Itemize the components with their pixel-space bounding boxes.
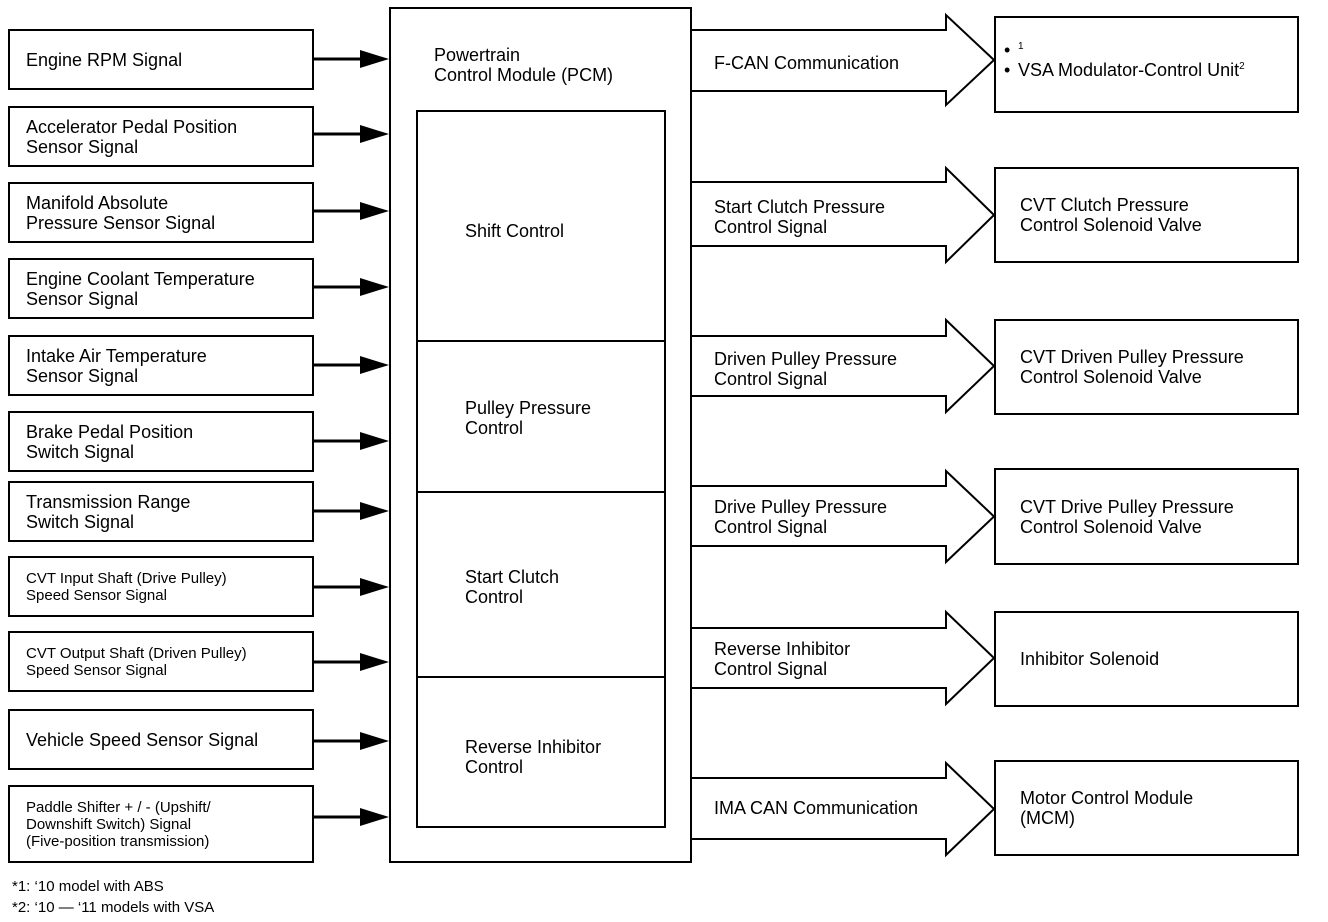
input-arrow-head [360, 653, 389, 671]
block-shift-control: Shift Control [465, 221, 565, 241]
output-signal-start-clutch: Start Clutch Pressure Control Signal [714, 197, 886, 237]
pcm-inner-blocks [416, 110, 666, 828]
input-arrow-head [360, 50, 389, 68]
input-arrow-head [360, 808, 389, 826]
target-label: Motor Control Module (MCM) [1020, 788, 1194, 828]
target-fcan-units: 1 VSA Modulator-Control Unit2 [994, 16, 1299, 113]
target-inhibitor-solenoid: Inhibitor Solenoid [994, 611, 1299, 707]
pcm-title: Powertrain Control Module (PCM) [434, 45, 614, 85]
output-signal-drive-pulley: Drive Pulley Pressure Control Signal [714, 497, 888, 537]
target-motor-control-module: Motor Control Module (MCM) [994, 760, 1299, 856]
target-cvt-driven-pulley-solenoid: CVT Driven Pulley Pressure Control Solen… [994, 319, 1299, 415]
input-arrow-head [360, 125, 389, 143]
input-cvt-input-shaft-speed: CVT Input Shaft (Drive Pulley) Speed Sen… [8, 556, 314, 617]
input-engine-rpm: Engine RPM Signal [8, 29, 314, 90]
target-cvt-clutch-pressure-solenoid: CVT Clutch Pressure Control Solenoid Val… [994, 167, 1299, 263]
output-signal-fcan: F-CAN Communication [714, 53, 900, 73]
input-label: Transmission Range Switch Signal [26, 491, 191, 532]
input-label: Accelerator Pedal Position Sensor Signal [26, 116, 238, 157]
target-label: Inhibitor Solenoid [1020, 649, 1160, 669]
block-pulley-pressure-control: Pulley Pressure Control [465, 398, 592, 438]
input-intake-air-temperature: Intake Air Temperature Sensor Signal [8, 335, 314, 396]
footnote-1: *1: ‘10 model with ABS [12, 878, 164, 895]
fcan-target-item-2: VSA Modulator-Control Unit2 [1004, 60, 1297, 80]
fcan-target-item-1: 1 [1004, 40, 1297, 60]
output-signal-reverse-inhibitor: Reverse Inhibitor Control Signal [714, 639, 851, 679]
input-vehicle-speed: Vehicle Speed Sensor Signal [8, 709, 314, 770]
block-divider [416, 340, 666, 342]
block-divider [416, 491, 666, 493]
input-arrow-head [360, 278, 389, 296]
input-accelerator-pedal-position: Accelerator Pedal Position Sensor Signal [8, 106, 314, 167]
input-label: Engine RPM Signal [26, 49, 183, 70]
output-signal-ima-can: IMA CAN Communication [714, 798, 919, 818]
input-cvt-output-shaft-speed: CVT Output Shaft (Driven Pulley) Speed S… [8, 631, 314, 692]
input-engine-coolant-temperature: Engine Coolant Temperature Sensor Signal [8, 258, 314, 319]
input-arrow-head [360, 732, 389, 750]
target-label: CVT Drive Pulley Pressure Control Soleno… [1020, 496, 1234, 537]
input-label: Engine Coolant Temperature Sensor Signal [26, 268, 255, 309]
input-label: Manifold Absolute Pressure Sensor Signal [26, 192, 216, 233]
input-arrow-head [360, 578, 389, 596]
block-divider [416, 676, 666, 678]
block-start-clutch-control: Start Clutch Control [465, 567, 560, 607]
input-label: Intake Air Temperature Sensor Signal [26, 345, 207, 386]
input-arrow-head [360, 202, 389, 220]
target-label: CVT Clutch Pressure Control Solenoid Val… [1020, 195, 1202, 235]
output-signal-driven-pulley: Driven Pulley Pressure Control Signal [714, 349, 898, 389]
input-arrow-head [360, 432, 389, 450]
input-paddle-shifter: Paddle Shifter + / - (Upshift/ Downshift… [8, 785, 314, 863]
target-label: CVT Driven Pulley Pressure Control Solen… [1020, 347, 1244, 387]
input-label: CVT Output Shaft (Driven Pulley) Speed S… [26, 644, 247, 679]
input-manifold-absolute-pressure: Manifold Absolute Pressure Sensor Signal [8, 182, 314, 243]
target-cvt-drive-pulley-solenoid: CVT Drive Pulley Pressure Control Soleno… [994, 468, 1299, 565]
footnote-2: *2: ‘10 — ‘11 models with VSA [12, 899, 215, 916]
input-arrow-head [360, 356, 389, 374]
input-label: Vehicle Speed Sensor Signal [26, 729, 259, 750]
block-reverse-inhibitor-control: Reverse Inhibitor Control [465, 737, 602, 777]
input-transmission-range: Transmission Range Switch Signal [8, 481, 314, 542]
input-arrow-head [360, 502, 389, 520]
input-brake-pedal-position: Brake Pedal Position Switch Signal [8, 411, 314, 472]
input-label: Brake Pedal Position Switch Signal [26, 421, 194, 462]
fcan-target-list: 1 VSA Modulator-Control Unit2 [1004, 40, 1297, 80]
input-label: Paddle Shifter + / - (Upshift/ Downshift… [26, 798, 211, 850]
input-label: CVT Input Shaft (Drive Pulley) Speed Sen… [26, 569, 227, 604]
